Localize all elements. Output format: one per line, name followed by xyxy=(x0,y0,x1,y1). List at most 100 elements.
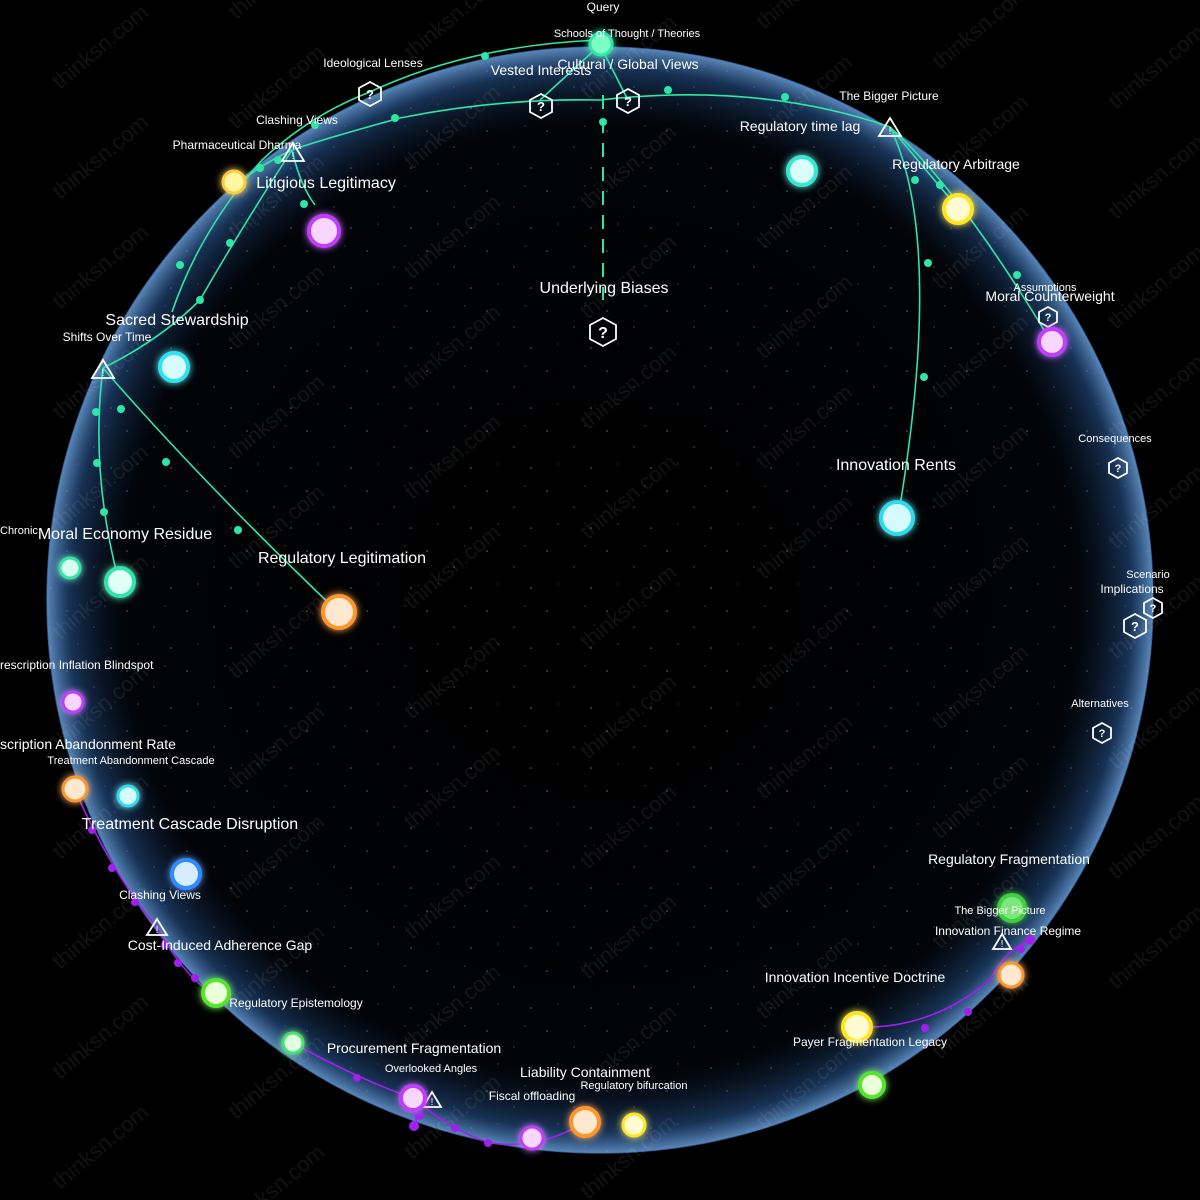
consequences-question-icon xyxy=(1108,456,1128,480)
reg-time-lag-node xyxy=(786,155,818,187)
svg-text:?: ? xyxy=(598,325,608,342)
reg-bifurcation-label: Regulatory bifurcation xyxy=(580,1080,687,1092)
chronic-node xyxy=(58,556,82,580)
svg-text:!: ! xyxy=(292,151,295,162)
watermark-text: thinksn.com xyxy=(1103,789,1200,884)
reg-bifurcation-node xyxy=(621,1112,647,1138)
clashing-top-label: Clashing Views xyxy=(256,113,338,127)
payer-legacy-label: Payer Fragmentation Legacy xyxy=(793,1035,947,1049)
treat-abandon-label: Treatment Abandonment Cascade xyxy=(47,755,214,767)
svg-text:!: ! xyxy=(156,925,159,936)
fiscal-node xyxy=(519,1125,545,1151)
treat-abandon-node xyxy=(116,784,140,808)
innov-doctrine-node xyxy=(841,1011,873,1043)
innov-finance-label: Innovation Finance Regime xyxy=(935,924,1081,938)
treat-disruption-node xyxy=(170,858,202,890)
scenario-question-icon xyxy=(1143,596,1163,620)
watermark-text: thinksn.com xyxy=(1103,239,1200,334)
schools-label: Schools of Thought / Theories xyxy=(554,28,701,40)
svg-text:?: ? xyxy=(366,87,374,102)
rx-inflation-label: rescription Inflation Blindspot xyxy=(0,658,154,672)
cultural-question-icon xyxy=(616,87,640,115)
svg-text:?: ? xyxy=(1131,619,1139,634)
assumptions-question-icon xyxy=(1038,305,1058,329)
liability-node xyxy=(569,1106,601,1138)
warning-marks: !!! !!! xyxy=(102,126,1004,1108)
bigger-picture-label: The Bigger Picture xyxy=(839,89,939,103)
implications-label: Implications xyxy=(1100,582,1163,596)
query-hub-node[interactable] xyxy=(588,31,614,57)
watermark-text: thinksn.com xyxy=(1103,349,1200,444)
teal-edge-dots xyxy=(92,52,1021,534)
warning-icons[interactable] xyxy=(90,116,1013,1108)
labels: Query Schools of Thought / Theories Ideo… xyxy=(0,0,1170,1103)
vested-question-icon xyxy=(529,92,553,120)
clashing-views-warning-icon xyxy=(280,141,306,162)
watermark-text: thinksn.com xyxy=(399,0,505,64)
sacred-label: Sacred Stewardship xyxy=(105,312,248,329)
bigger-picture-warning-icon xyxy=(877,116,903,137)
cultural-label: Cultural / Global Views xyxy=(557,56,698,72)
pharma-dharma-node xyxy=(221,169,247,195)
consequences-label: Consequences xyxy=(1078,433,1152,445)
shifts-label: Shifts Over Time xyxy=(63,330,152,344)
svg-text:?: ? xyxy=(1150,603,1157,615)
moral-counter-node xyxy=(1037,327,1067,357)
procurement-label: Procurement Fragmentation xyxy=(327,1040,501,1056)
bigger-picture-bottom-warning-icon xyxy=(991,932,1013,950)
bigger-picture-bottom-label: The Bigger Picture xyxy=(954,905,1045,917)
alternatives-question-icon xyxy=(1092,721,1112,745)
moral-economy-node xyxy=(104,566,136,598)
svg-text:!: ! xyxy=(1001,939,1004,950)
cost-adherence-label: Cost-Induced Adherence Gap xyxy=(128,937,313,953)
moral-counter-label: Moral Counterweight xyxy=(985,288,1114,304)
litigious-node xyxy=(307,214,341,248)
svg-text:?: ? xyxy=(1045,312,1052,324)
ideological-label: Ideological Lenses xyxy=(323,56,422,70)
watermark-text: thinksn.com xyxy=(1103,129,1200,224)
implications-question-icon xyxy=(1123,612,1147,640)
overlooked-node xyxy=(399,1084,427,1112)
alternatives-label: Alternatives xyxy=(1071,698,1129,710)
teal-edges xyxy=(98,39,1051,613)
watermark-text: thinksn.com xyxy=(927,0,1033,74)
svg-text:?: ? xyxy=(1099,728,1106,740)
fiscal-label: Fiscal offloading xyxy=(489,1089,576,1103)
svg-text:!: ! xyxy=(102,368,105,379)
scenario-label: Scenario xyxy=(1126,569,1169,581)
rx-abandon-node xyxy=(61,775,89,803)
watermark-text: thinksn.com xyxy=(1103,899,1200,994)
watermark-text: thinksn.com xyxy=(47,109,153,204)
moral-economy-label: Moral Economy Residue xyxy=(38,526,212,543)
question-icons[interactable] xyxy=(358,80,1163,745)
rx-abandon-label: scription Abandonment Rate xyxy=(0,736,176,752)
watermark-text: thinksn.com xyxy=(751,0,857,34)
chronic-label: Chronic xyxy=(0,525,38,537)
watermark-text: thinksn.com xyxy=(223,0,329,24)
svg-text:?: ? xyxy=(1115,463,1122,475)
svg-text:?: ? xyxy=(537,99,545,114)
payer-legacy-node xyxy=(858,1071,886,1099)
underlying-label: Underlying Biases xyxy=(540,280,669,297)
procurement-node xyxy=(281,1031,305,1055)
reg-time-lag-label: Regulatory time lag xyxy=(740,118,861,134)
watermark-text: thinksn.com xyxy=(223,1139,329,1200)
innovation-rents-node xyxy=(879,500,915,536)
concept-nodes[interactable] xyxy=(58,155,1067,1151)
reg-legitimation-node xyxy=(321,594,357,630)
query-label: Query xyxy=(587,0,620,14)
liability-label: Liability Containment xyxy=(520,1064,650,1080)
underlying-question-icon xyxy=(589,316,617,348)
innovation-rents-label: Innovation Rents xyxy=(836,457,956,474)
svg-text:!: ! xyxy=(431,1097,434,1108)
innov-doctrine-label: Innovation Incentive Doctrine xyxy=(765,969,946,985)
reg-arbitrage-node xyxy=(942,193,974,225)
assumptions-label: Assumptions xyxy=(1014,282,1077,294)
svg-text:?: ? xyxy=(624,94,632,109)
overlooked-angles-warning-icon xyxy=(421,1090,443,1108)
question-marks: ? ? ? ? ? ? ? ? ? xyxy=(366,87,1157,740)
sphere xyxy=(46,46,1154,1154)
ideological-question-icon xyxy=(358,80,382,108)
watermark-text: thinksn.com xyxy=(47,989,153,1084)
